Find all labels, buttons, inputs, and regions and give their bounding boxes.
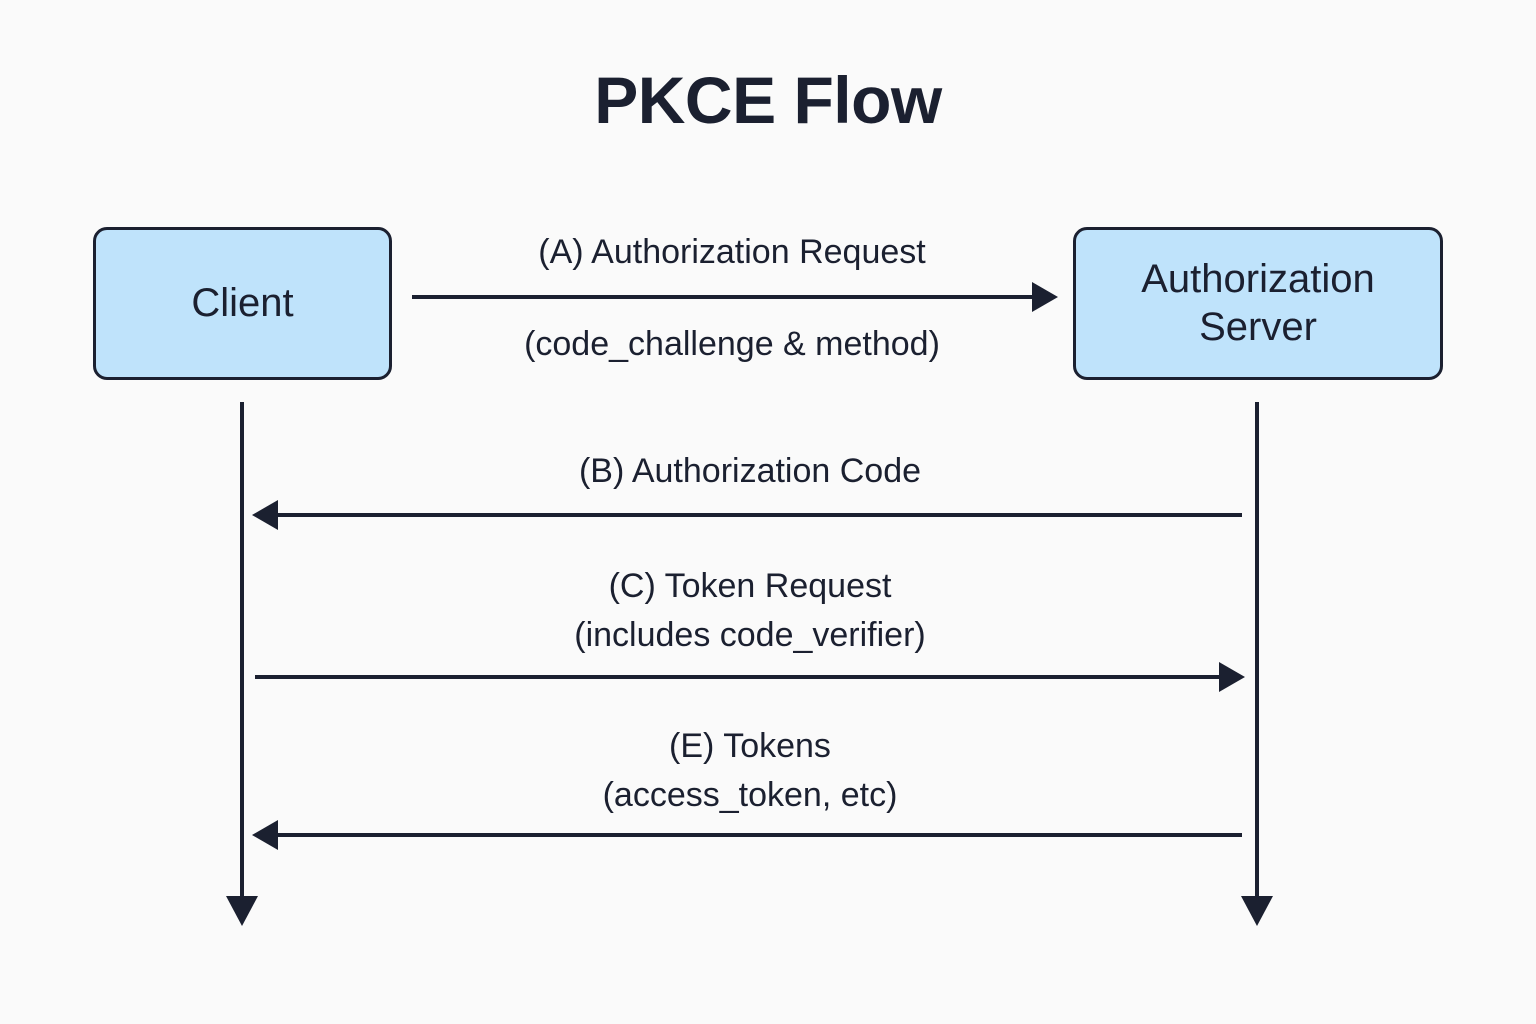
lifeline-client <box>240 402 244 898</box>
message-label-c: (C) Token Request (includes code_verifie… <box>574 567 926 655</box>
message-arrow-line-a <box>412 295 1032 299</box>
message-label-a-secondary: (code_challenge & method) <box>524 325 940 363</box>
message-label-a-primary: (A) Authorization Request <box>538 233 926 271</box>
lifeline-arrowhead-down-icon-client <box>226 896 258 926</box>
message-label-e: (E) Tokens (access_token, etc) <box>602 727 898 815</box>
lifeline-arrowhead-down-icon-authorization-server <box>1241 896 1273 926</box>
arrow-left-icon-b <box>252 500 278 530</box>
participant-box-client[interactable]: Client <box>93 227 392 380</box>
participant-label-authorization-server: Authorization Server <box>1141 257 1375 349</box>
message-label-b: (B) Authorization Code <box>578 452 922 490</box>
participant-box-authorization-server[interactable]: Authorization Server <box>1073 227 1443 380</box>
message-arrow-line-e <box>278 833 1242 837</box>
message-arrow-line-c <box>255 675 1219 679</box>
lifeline-authorization-server <box>1255 402 1259 898</box>
participant-label-client: Client <box>191 280 294 325</box>
page-title: PKCE Flow <box>594 63 942 137</box>
arrow-right-icon-a <box>1032 282 1058 312</box>
arrow-right-icon-c <box>1219 662 1245 692</box>
message-arrow-line-b <box>278 513 1242 517</box>
arrow-left-icon-e <box>252 820 278 850</box>
